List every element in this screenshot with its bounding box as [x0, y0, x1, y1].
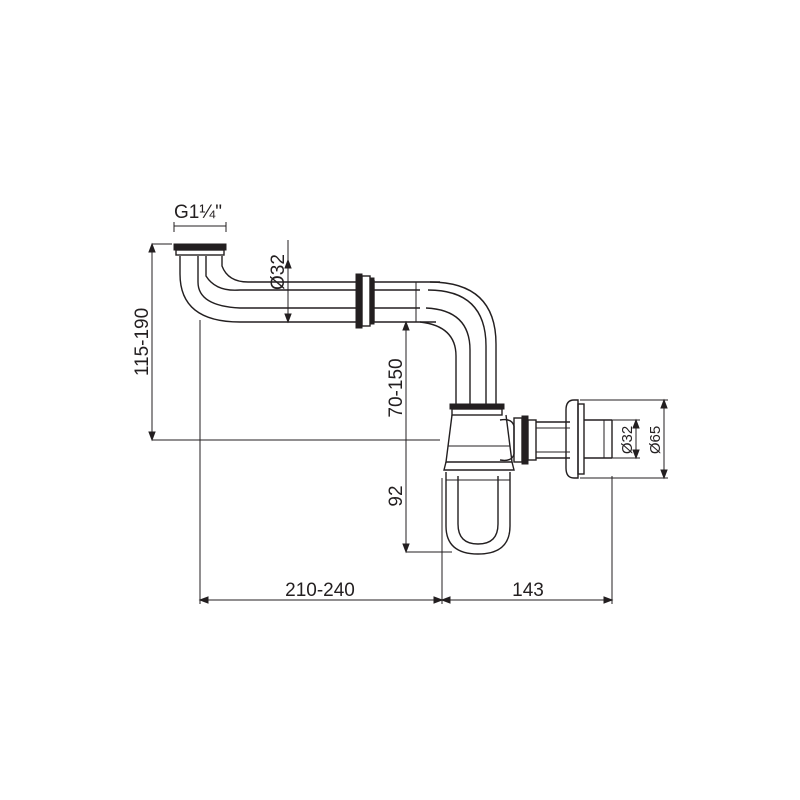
horizontal-pipe — [355, 273, 440, 329]
mid-height-range-label: 70-150 — [386, 358, 407, 417]
elbow-bend — [419, 281, 497, 404]
trap-depth-label: 92 — [386, 485, 407, 506]
dimension-arrows — [148, 242, 668, 604]
outlet-pipe — [499, 399, 613, 479]
dimension-lines — [151, 222, 668, 604]
thread-label: G1¼" — [174, 202, 222, 223]
horizontal-range-label: 210-240 — [285, 580, 355, 601]
trap-body — [443, 403, 515, 555]
outlet-diameter-label: Ø32 — [619, 426, 636, 454]
height-range-label: 115-190 — [132, 308, 153, 376]
pipe-diameter-top-label: Ø32 — [268, 254, 289, 290]
inlet-fitting — [173, 243, 356, 323]
flange-diameter-label: Ø65 — [647, 426, 664, 454]
outlet-length-label: 143 — [512, 580, 544, 601]
